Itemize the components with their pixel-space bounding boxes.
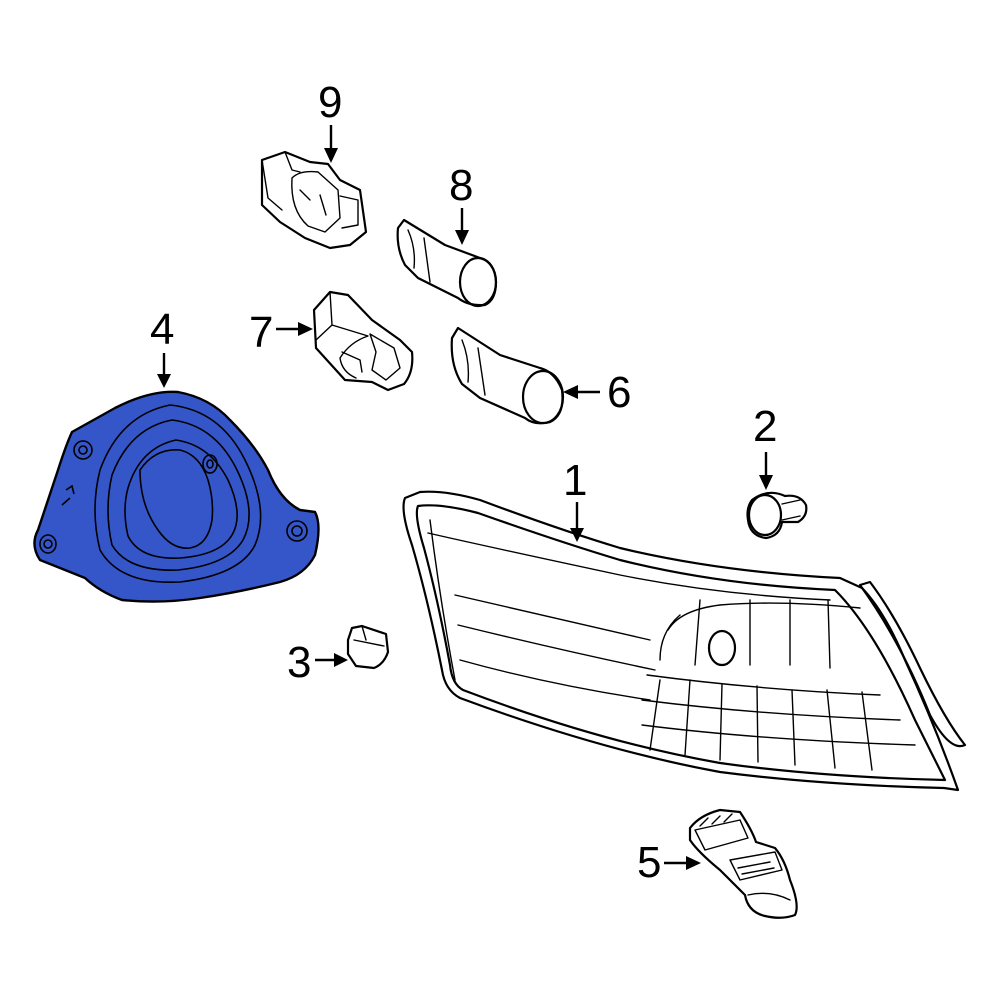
callout-4: 4 [150, 305, 174, 388]
arrowhead [759, 475, 773, 490]
callout-5: 5 [637, 838, 701, 887]
socket-small[interactable] [312, 290, 414, 392]
lens-housing[interactable] [402, 490, 967, 792]
arrowhead [570, 528, 584, 542]
bulb-small[interactable] [396, 218, 498, 308]
push-clip[interactable] [746, 491, 808, 540]
callout-9: 9 [318, 78, 342, 163]
bracket[interactable] [688, 808, 798, 919]
callout-number: 3 [287, 638, 311, 687]
arrowhead [324, 148, 338, 163]
callout-number: 5 [637, 838, 661, 887]
callout-1: 1 [563, 456, 587, 542]
arrowhead [455, 230, 469, 245]
callout-3: 3 [287, 638, 348, 687]
socket-large[interactable] [260, 150, 368, 250]
gasket[interactable] [33, 390, 320, 603]
callout-2: 2 [753, 402, 777, 490]
callout-number: 7 [249, 308, 273, 357]
callout-8: 8 [449, 161, 473, 245]
arrowhead [686, 856, 701, 870]
callout-number: 2 [753, 402, 777, 451]
arrowhead [298, 322, 313, 336]
bulb-large[interactable] [450, 326, 565, 425]
callout-7: 7 [249, 308, 313, 357]
arrowhead [157, 374, 171, 388]
callout-number: 9 [318, 78, 342, 127]
callout-number: 6 [607, 368, 631, 417]
callout-number: 4 [150, 305, 174, 354]
arrowhead [334, 653, 348, 667]
callout-number: 8 [449, 161, 473, 210]
retainer-clip[interactable] [346, 624, 390, 670]
arrowhead [563, 385, 578, 399]
callout-number: 1 [563, 456, 587, 505]
callout-6: 6 [563, 368, 631, 417]
